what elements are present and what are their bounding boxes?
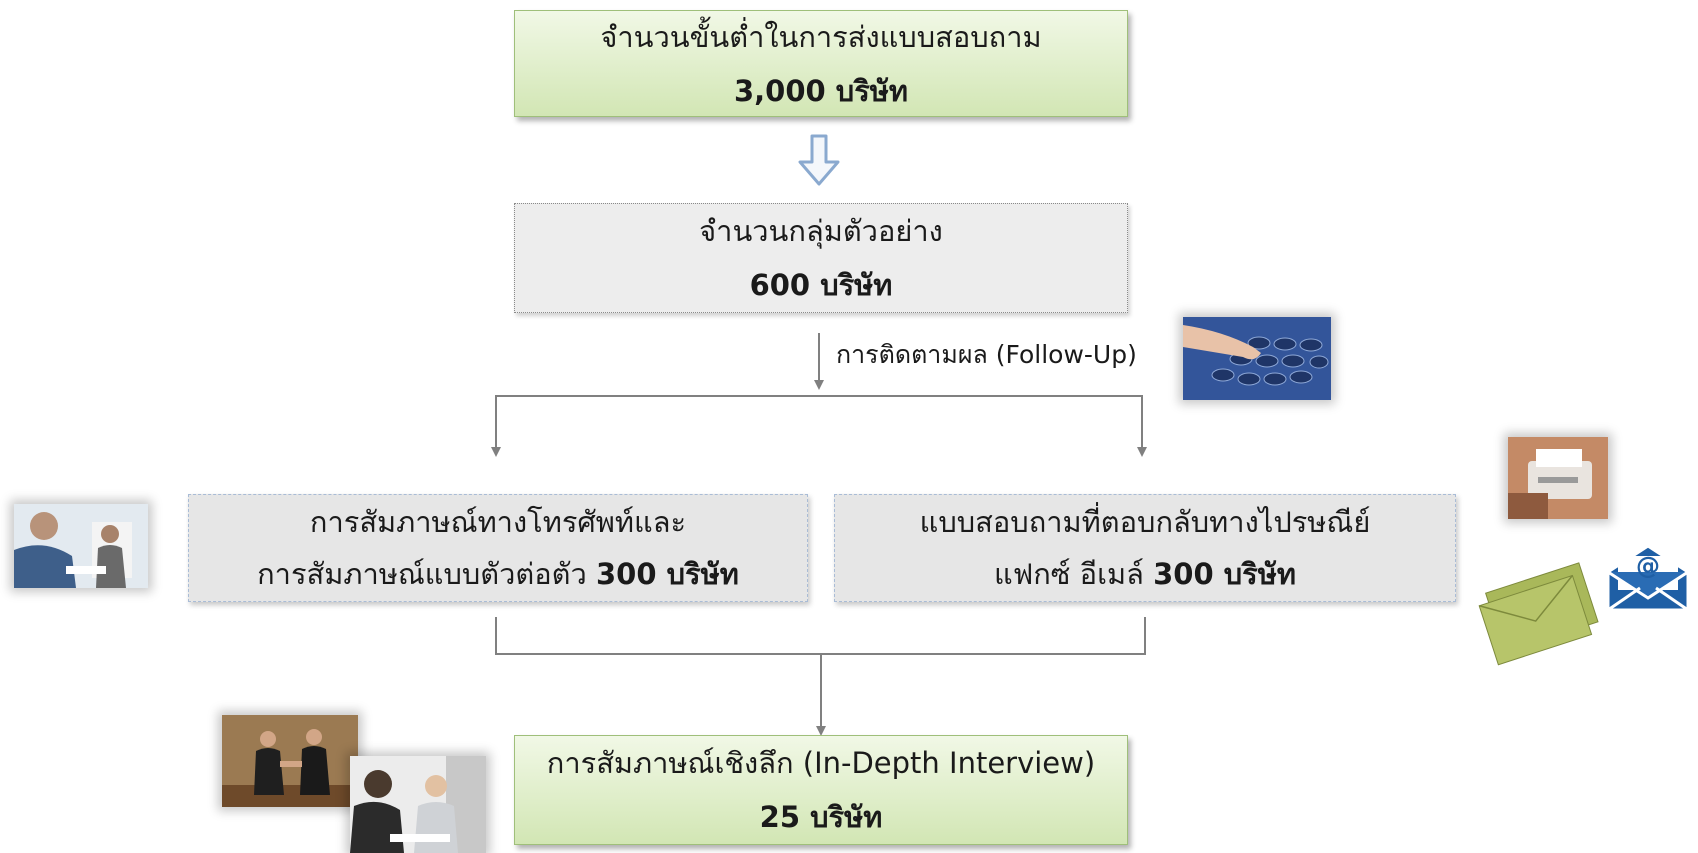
minimum-questionnaire-label: จำนวนขั้นต่ำในการส่งแบบสอบถาม: [600, 19, 1042, 54]
merge-bracket: [495, 617, 1146, 655]
follow-up-label: การติดตามผล (Follow-Up): [836, 340, 1137, 369]
telephone-keypad-photo: [1183, 317, 1331, 400]
at-symbol-icon: @: [1636, 552, 1660, 580]
meeting-photo: [14, 504, 148, 588]
split-bracket: [495, 395, 1143, 450]
email-envelope-icon: @: [1604, 542, 1692, 614]
envelopes-icon: [1478, 562, 1599, 666]
phone-interview-count: 300 บริษัท: [596, 557, 739, 591]
fax-email-label: แฟกซ์ อีเมล์ 300 บริษัท: [994, 557, 1296, 591]
phone-interview-label: การสัมภาษณ์ทางโทรศัพท์และ: [309, 505, 687, 539]
sample-size-label: จำนวนกลุ่มตัวอย่าง: [699, 214, 943, 248]
phone-interview-box: การสัมภาษณ์ทางโทรศัพท์และ การสัมภาษณ์แบบ…: [188, 494, 808, 602]
hollow-down-arrow-icon: [798, 134, 840, 186]
in-depth-interview-box: การสัมภาษณ์เชิงลึก (In-Depth Interview) …: [514, 735, 1128, 845]
mail-questionnaire-count: 300 บริษัท: [1153, 557, 1296, 591]
mail-questionnaire-box: แบบสอบถามที่ตอบกลับทางไปรษณีย์ แฟกซ์ อีเ…: [834, 494, 1456, 602]
minimum-questionnaire-count: 3,000 บริษัท: [733, 73, 909, 108]
in-depth-interview-label: การสัมภาษณ์เชิงลึก (In-Depth Interview): [546, 746, 1096, 780]
in-depth-interview-count: 25 บริษัท: [759, 800, 883, 834]
minimum-questionnaire-box: จำนวนขั้นต่ำในการส่งแบบสอบถาม 3,000 บริษ…: [514, 10, 1128, 117]
fax-machine-photo: [1508, 437, 1608, 519]
face-to-face-interview-label: การสัมภาษณ์แบบตัวต่อตัว 300 บริษัท: [257, 557, 739, 591]
mail-questionnaire-label: แบบสอบถามที่ตอบกลับทางไปรษณีย์: [919, 505, 1371, 539]
sample-size-count: 600 บริษัท: [749, 268, 893, 302]
office-interview-photo: [350, 756, 486, 853]
handshake-photo: [222, 715, 358, 807]
sample-size-box: จำนวนกลุ่มตัวอย่าง 600 บริษัท: [514, 203, 1128, 313]
